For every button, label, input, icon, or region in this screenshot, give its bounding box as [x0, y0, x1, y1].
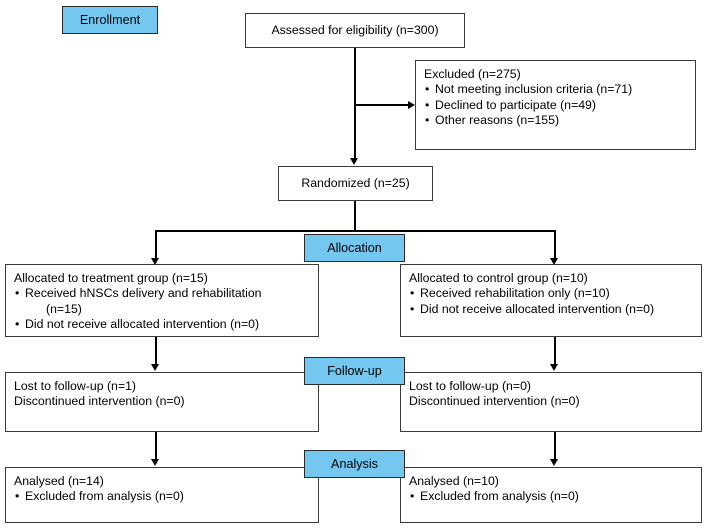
- node-randomized-title: Randomized (n=25): [301, 175, 410, 190]
- arrowhead-alloc-treatment: [151, 258, 159, 265]
- stage-label-analysis: Analysis: [304, 450, 405, 478]
- node-analysis-treatment: Analysed (n=14) Excluded from analysis (…: [5, 467, 319, 523]
- node-excluded-title: Excluded (n=275): [424, 67, 521, 81]
- node-excluded: Excluded (n=275) Not meeting inclusion c…: [415, 60, 696, 150]
- connector-split-left: [155, 230, 157, 261]
- stage-label-allocation-text: Allocation: [327, 241, 382, 255]
- arrowhead-followup-treatment: [151, 364, 159, 371]
- arrowhead-analysis-control: [550, 459, 558, 466]
- node-analysis-treatment-title: Analysed (n=14): [14, 474, 104, 488]
- arrowhead-analysis-treatment: [151, 459, 159, 466]
- node-allocated-control-title: Allocated to control group (n=10): [409, 271, 588, 285]
- list-item: Not meeting inclusion criteria (n=71): [424, 82, 687, 98]
- list-item: Received rehabilitation only (n=10): [409, 286, 693, 302]
- connector-assessed-to-excluded: [354, 104, 409, 106]
- node-followup-control-line1: Lost to follow-up (n=0): [409, 379, 532, 393]
- list-item-continuation: (n=15): [46, 301, 82, 316]
- node-followup-treatment-line1: Lost to follow-up (n=1): [14, 379, 137, 393]
- node-excluded-list: Not meeting inclusion criteria (n=71) De…: [424, 82, 687, 129]
- list-item: Did not receive allocated intervention (…: [14, 317, 310, 333]
- node-analysis-control: Analysed (n=10) Excluded from analysis (…: [400, 467, 702, 523]
- node-analysis-control-list: Excluded from analysis (n=0): [409, 489, 693, 505]
- list-item: Declined to participate (n=49): [424, 98, 687, 114]
- connector-randomized-split: [155, 230, 555, 232]
- arrowhead-alloc-control: [550, 258, 558, 265]
- stage-label-followup: Follow-up: [304, 357, 405, 385]
- arrowhead-randomized: [350, 158, 358, 165]
- stage-label-followup-text: Follow-up: [327, 364, 382, 378]
- node-allocated-treatment-list: Received hNSCs delivery and rehabilitati…: [14, 286, 310, 333]
- node-allocated-control: Allocated to control group (n=10) Receiv…: [400, 264, 702, 337]
- node-followup-control-line2: Discontinued intervention (n=0): [409, 394, 580, 409]
- node-allocated-treatment-title: Allocated to treatment group (n=15): [14, 271, 208, 285]
- list-item: Received hNSCs delivery and rehabilitati…: [14, 286, 310, 317]
- stage-label-allocation: Allocation: [304, 234, 405, 262]
- node-followup-treatment-line2: Discontinued intervention (n=0): [14, 394, 185, 409]
- node-randomized: Randomized (n=25): [278, 166, 433, 201]
- node-allocated-treatment: Allocated to treatment group (n=15) Rece…: [5, 264, 319, 337]
- connector-alloc-to-followup-left: [155, 337, 157, 367]
- node-assessed-for-eligibility: Assessed for eligibility (n=300): [245, 13, 465, 48]
- node-analysis-treatment-list: Excluded from analysis (n=0): [14, 489, 310, 505]
- list-item: Excluded from analysis (n=0): [409, 489, 693, 505]
- arrowhead-followup-control: [550, 364, 558, 371]
- node-analysis-control-title: Analysed (n=10): [409, 474, 499, 488]
- connector-followup-to-analysis-right: [554, 432, 556, 460]
- list-item: Did not receive allocated intervention (…: [409, 302, 693, 318]
- connector-split-right: [554, 230, 556, 261]
- connector-followup-to-analysis-left: [155, 432, 157, 460]
- node-allocated-control-list: Received rehabilitation only (n=10) Did …: [409, 286, 693, 317]
- list-item-text: Received hNSCs delivery and rehabilitati…: [25, 286, 262, 301]
- node-followup-control: Lost to follow-up (n=0) Discontinued int…: [400, 372, 702, 432]
- connector-alloc-to-followup-right: [554, 337, 556, 367]
- list-item: Excluded from analysis (n=0): [14, 489, 310, 505]
- node-assessed-title: Assessed for eligibility (n=300): [271, 22, 439, 37]
- stage-label-analysis-text: Analysis: [331, 457, 378, 471]
- list-item: Other reasons (n=155): [424, 113, 687, 129]
- node-followup-treatment: Lost to follow-up (n=1) Discontinued int…: [5, 372, 319, 432]
- connector-randomized-stem: [354, 201, 356, 231]
- stage-label-enrollment-text: Enrollment: [79, 13, 141, 27]
- stage-label-enrollment: Enrollment: [62, 6, 158, 34]
- arrowhead-excluded: [408, 101, 415, 109]
